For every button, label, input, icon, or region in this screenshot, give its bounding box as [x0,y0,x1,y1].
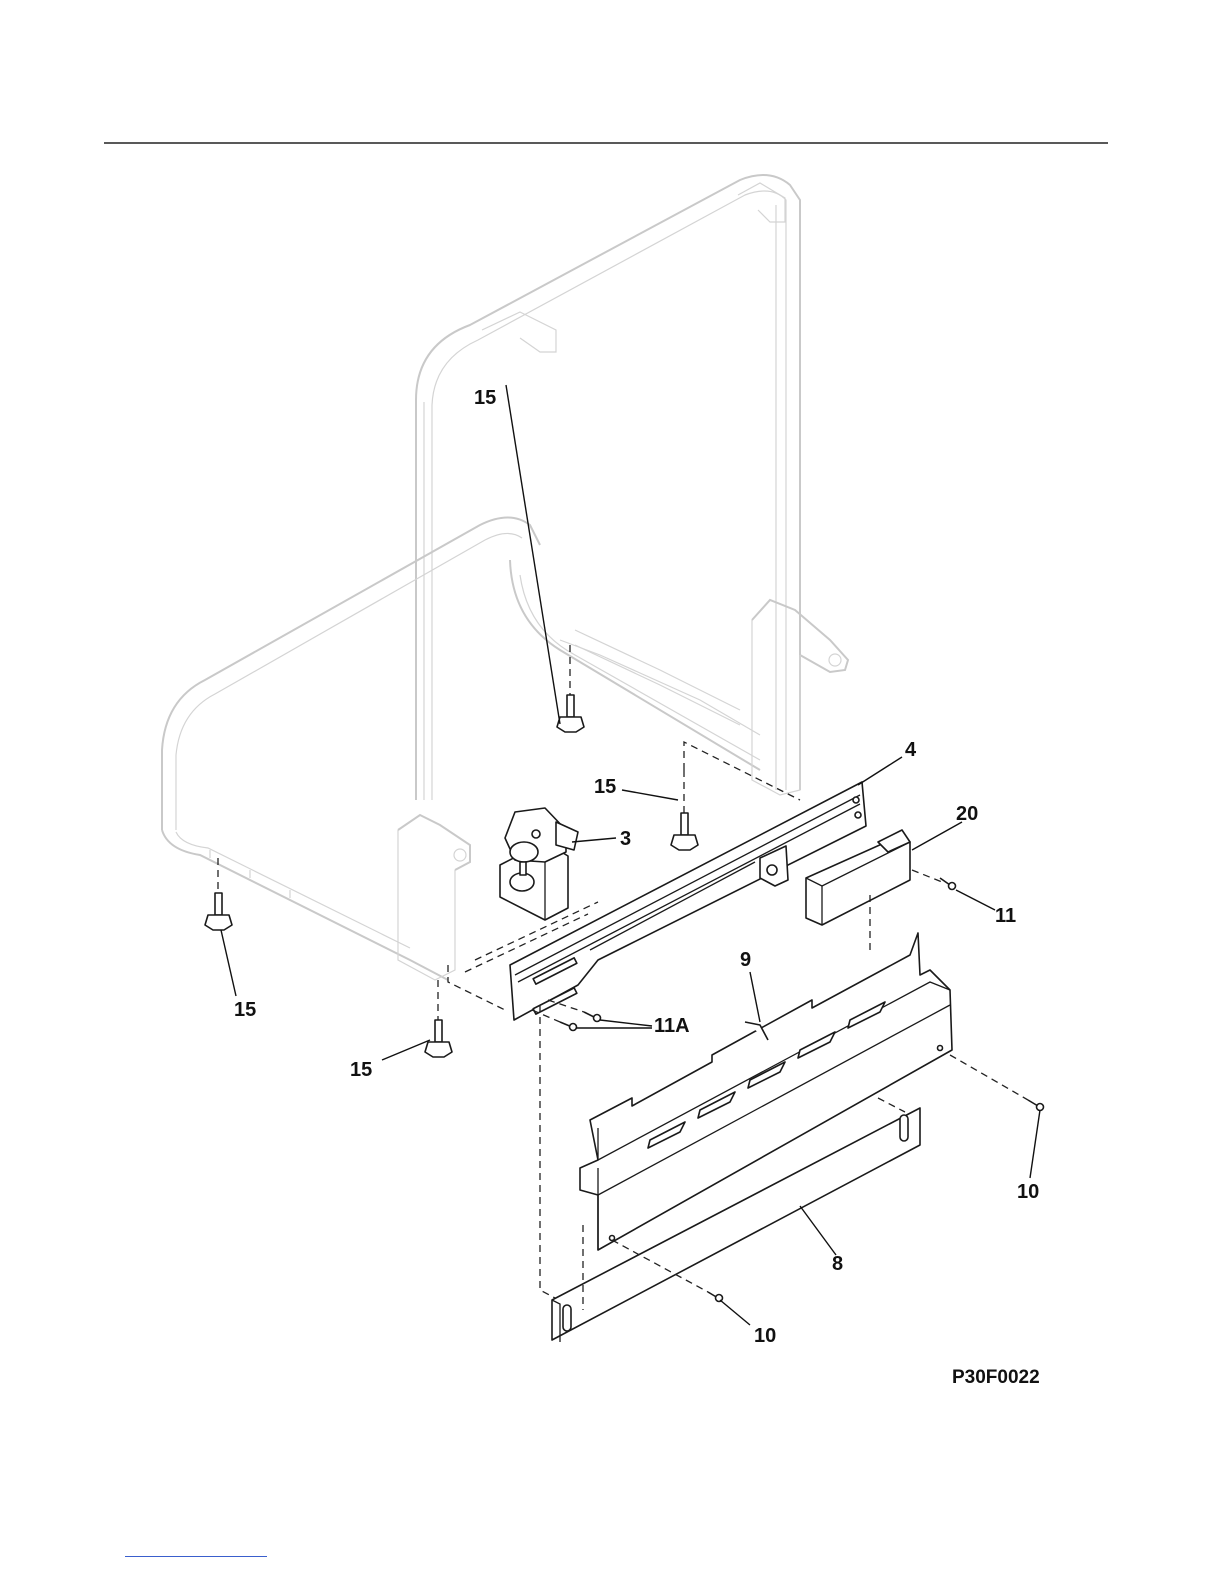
label-20: 20 [956,803,978,825]
guide-front [448,965,505,1010]
label-11A: 11A [654,1015,690,1037]
label-15: 15 [474,387,496,409]
guide-rear-right [684,742,800,800]
label-4: 4 [905,739,917,761]
label-15: 15 [594,776,616,798]
guide-plate-right [878,1098,905,1112]
water-valve [500,808,578,920]
label-15: 15 [350,1059,372,1081]
leveling-leg-rear-right [671,770,698,850]
leveling-leg-front-right [425,980,452,1057]
label-9: 9 [740,949,751,971]
label-3: 3 [620,828,631,850]
label-10: 10 [1017,1181,1039,1203]
label-8: 8 [832,1253,843,1275]
guide-toe-plate [540,1005,583,1310]
label-15: 15 [234,999,256,1021]
screw-10-right [950,1055,1044,1111]
label-11: 11 [995,905,1016,927]
figure-code: P30F0022 [952,1367,1040,1388]
label-10: 10 [754,1325,776,1347]
footer-link-underline[interactable] [125,1556,267,1557]
screw-11 [912,870,956,890]
